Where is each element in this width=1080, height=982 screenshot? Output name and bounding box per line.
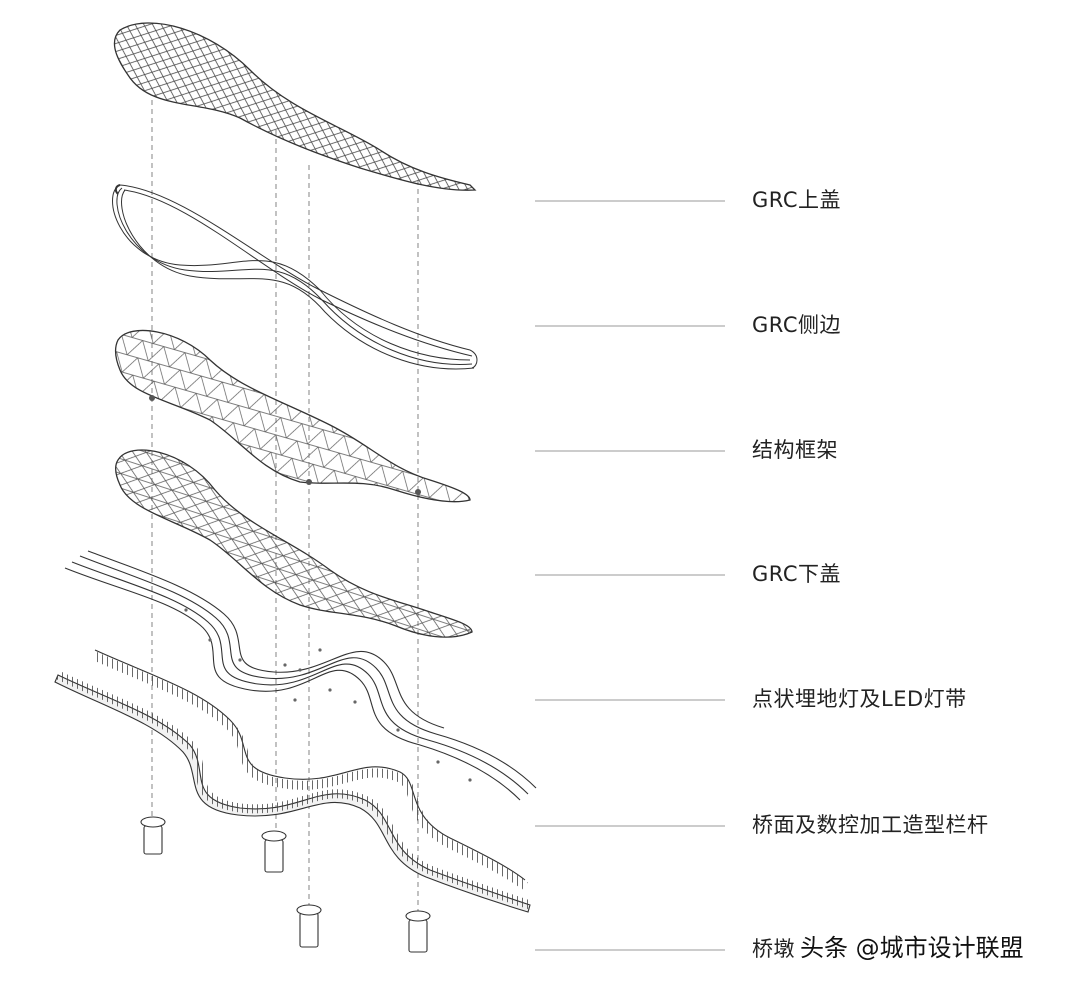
deck-railing-shape — [54, 649, 532, 913]
pier-4 — [405, 910, 431, 953]
label-grc-side: GRC侧边 — [752, 313, 841, 337]
grc-side-shape — [112, 184, 478, 370]
label-deck-railing: 桥面及数控加工造型栏杆 — [752, 813, 989, 837]
leader-lines — [535, 200, 725, 951]
pier-3 — [296, 904, 322, 948]
grc-top-cover-shape — [113, 22, 477, 191]
structure-frame-shape — [114, 329, 471, 503]
piers-shape — [140, 816, 431, 953]
light-points — [184, 608, 472, 782]
watermark: 头条 @城市设计联盟 — [800, 934, 1024, 962]
lighting-strips-shape — [64, 550, 537, 801]
label-pier: 桥墩 — [752, 937, 795, 961]
pier-1 — [140, 816, 166, 855]
label-structure-frame: 结构框架 — [752, 438, 838, 462]
pier-2 — [261, 830, 287, 873]
label-grc-bottom-cover: GRC下盖 — [752, 562, 841, 586]
label-grc-top-cover: GRC上盖 — [752, 188, 841, 212]
label-lighting: 点状埋地灯及LED灯带 — [752, 687, 967, 711]
grc-bottom-cover-shape — [114, 449, 473, 638]
